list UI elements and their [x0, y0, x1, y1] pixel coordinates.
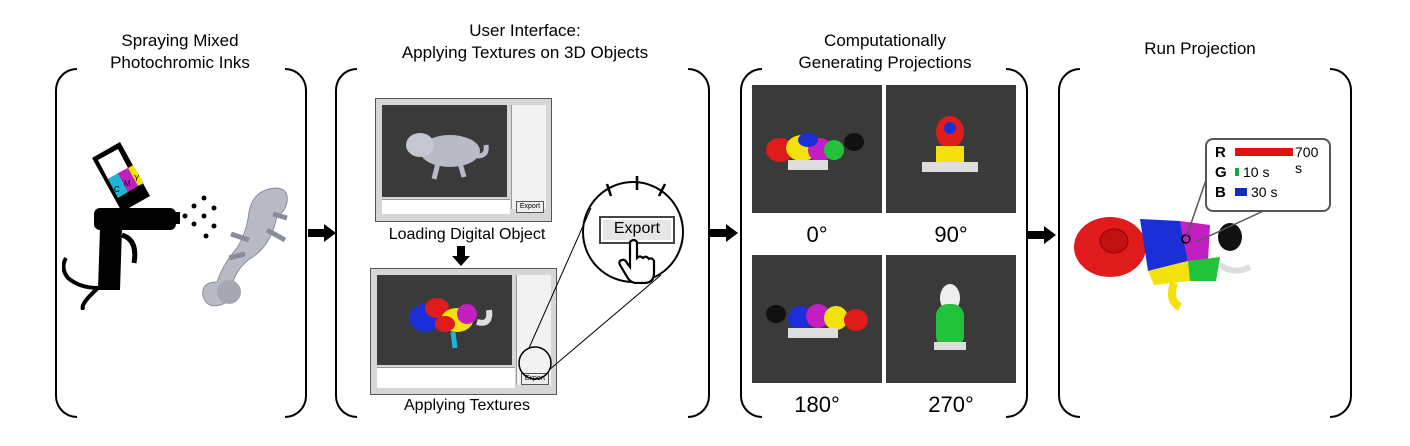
compute-title-line1: Computationally	[824, 31, 946, 50]
legend-channel: G	[1215, 164, 1227, 181]
legend-row-b: B 30 s	[1215, 184, 1325, 202]
angle-label-180: 180°	[794, 392, 840, 417]
down-arrow-icon	[452, 246, 470, 266]
side-panel	[516, 275, 551, 385]
bracket-left	[335, 68, 357, 418]
legend-duration: 700 s	[1295, 144, 1319, 176]
panel-ui	[335, 68, 710, 418]
ui-title-line2: Applying Textures on 3D Objects	[401, 43, 649, 62]
spray-gun-icon: C M Y	[62, 142, 180, 310]
angle-label-0: 0°	[806, 222, 828, 247]
legend-duration: 10 s	[1243, 164, 1270, 180]
colored-model-icon	[409, 298, 493, 349]
panel-compute	[740, 68, 1028, 418]
bracket-right	[688, 68, 710, 418]
projection-0-model	[766, 133, 864, 170]
legend-bar	[1235, 148, 1293, 156]
spray-title-line2: Photochromic Inks	[110, 53, 250, 72]
exposure-legend: R 700 s G 10 s B 30 s	[1205, 138, 1331, 212]
spray-title: Spraying Mixed Photochromic Inks	[60, 30, 300, 74]
compute-title: Computationally Generating Projections	[760, 30, 1010, 74]
panel-run	[1058, 68, 1352, 418]
legend-bar	[1235, 168, 1239, 176]
applying-caption: Applying Textures	[404, 397, 530, 414]
panel-spray	[55, 68, 307, 418]
compute-title-line2: Generating Projections	[798, 53, 972, 72]
angle-label-270: 270°	[928, 392, 974, 417]
projection-90-model	[922, 116, 978, 172]
mini-export-button[interactable]: Export	[516, 201, 544, 213]
grey-chameleon-icon	[202, 187, 288, 307]
projection-270-model	[934, 284, 966, 350]
run-title-line: Run Projection	[1144, 39, 1256, 58]
loading-caption: Loading Digital Object	[388, 226, 546, 243]
ui-title-line1: User Interface:	[469, 21, 581, 40]
legend-bar	[1235, 188, 1247, 196]
flow-arrow-icon	[308, 224, 336, 242]
zoom-callout	[518, 176, 684, 380]
spray-dots-icon	[182, 195, 217, 239]
legend-duration: 30 s	[1251, 184, 1278, 200]
ink-letter-m: M	[124, 179, 131, 188]
run-title: Run Projection	[1100, 38, 1300, 60]
legend-channel: B	[1215, 184, 1226, 201]
export-button[interactable]: Export	[599, 216, 675, 244]
ink-letter-c: C	[114, 185, 120, 194]
grey-model-icon	[406, 133, 489, 180]
angle-label-90: 90°	[934, 222, 968, 247]
spray-title-line1: Spraying Mixed	[121, 31, 239, 50]
bottom-panel	[377, 367, 515, 388]
hand-cursor-icon	[618, 238, 656, 284]
projection-180-model	[766, 304, 868, 338]
flow-arrow-icon	[710, 224, 738, 242]
side-panel	[511, 105, 546, 209]
ink-letter-y: Y	[134, 174, 140, 183]
bottom-panel	[382, 199, 510, 214]
flow-arrow-icon	[1028, 226, 1056, 244]
ui-title: User Interface: Applying Textures on 3D …	[365, 20, 685, 64]
legend-row-r: R 700 s	[1215, 144, 1325, 176]
projected-chameleon-icon	[1074, 217, 1252, 311]
legend-channel: R	[1215, 144, 1226, 161]
legend-row-g: G 10 s	[1215, 164, 1325, 182]
legend-pointer-lines	[1185, 179, 1271, 243]
bracket-right	[1330, 68, 1352, 418]
